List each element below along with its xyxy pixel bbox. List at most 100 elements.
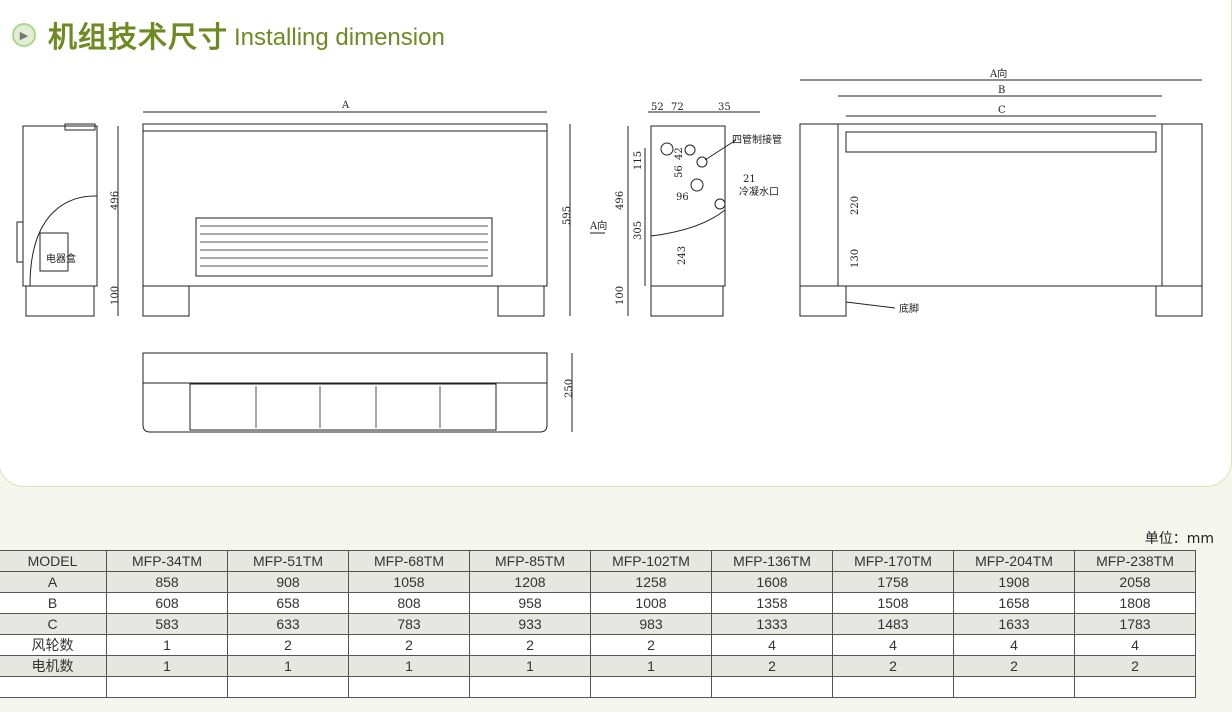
table-cell: 958 <box>469 592 591 614</box>
column-header: MODEL <box>0 550 107 572</box>
table-cell: 2 <box>469 634 591 656</box>
dim-130: 130 <box>850 249 861 268</box>
dim-243: 243 <box>677 246 688 265</box>
dim-a: A <box>341 100 350 111</box>
view-a-arrow-label: A向 <box>589 219 607 232</box>
table-cell <box>348 676 470 698</box>
row-label: C <box>0 613 107 635</box>
table-cell: 1 <box>590 655 712 677</box>
table-cell <box>711 676 833 698</box>
title-en: Installing dimension <box>234 24 445 51</box>
table-cell: 1658 <box>953 592 1075 614</box>
dim-42: 42 <box>674 147 685 160</box>
row-label: B <box>0 592 107 614</box>
column-header: MFP-85TM <box>469 550 591 572</box>
table-cell: 4 <box>832 634 954 656</box>
drawing-panel <box>0 0 1232 487</box>
dim-496-b: 496 <box>615 191 626 210</box>
title-cn: 机组技术尺寸 <box>48 20 229 54</box>
table-cell <box>590 676 712 698</box>
table-cell: 1258 <box>590 571 712 593</box>
column-header: MFP-238TM <box>1074 550 1196 572</box>
table-cell: 2 <box>832 655 954 677</box>
dim-35: 35 <box>718 102 731 113</box>
dim-c: C <box>998 105 1006 116</box>
table-cell: 4 <box>711 634 833 656</box>
table-cell: 2 <box>711 655 833 677</box>
table-cell <box>953 676 1075 698</box>
dim-72: 72 <box>671 102 684 113</box>
dimension-table: MODEL MFP-34TM MFP-51TM MFP-68TM MFP-85T… <box>0 550 1196 698</box>
table-cell: 808 <box>348 592 470 614</box>
table-cell: 1058 <box>348 571 470 593</box>
four-pipe-label: 四管制接管 <box>732 133 782 146</box>
table-cell: 4 <box>953 634 1075 656</box>
play-arrow-icon: ▶ <box>12 23 36 47</box>
table-cell: 1358 <box>711 592 833 614</box>
column-header: MFP-170TM <box>832 550 954 572</box>
dim-115: 115 <box>633 151 644 170</box>
dim-96: 96 <box>676 192 689 203</box>
table-cell: 2 <box>590 634 712 656</box>
table-cell: 1908 <box>953 571 1075 593</box>
electric-box-label: 电器盒 <box>46 252 76 265</box>
table-cell: 1758 <box>832 571 954 593</box>
column-header: MFP-136TM <box>711 550 833 572</box>
table-cell: 2 <box>953 655 1075 677</box>
table-cell: 858 <box>106 571 228 593</box>
table-row <box>0 676 1196 698</box>
table-cell: 1 <box>106 634 228 656</box>
table-cell: 908 <box>227 571 349 593</box>
table-cell: 1 <box>106 655 228 677</box>
row-label: A <box>0 571 107 593</box>
table-cell: 1483 <box>832 613 954 635</box>
column-header: MFP-68TM <box>348 550 470 572</box>
table-cell: 1 <box>348 655 470 677</box>
table-cell <box>832 676 954 698</box>
table-cell: 583 <box>106 613 228 635</box>
dim-100: 100 <box>110 286 121 305</box>
table-cell: 658 <box>227 592 349 614</box>
column-header: MFP-204TM <box>953 550 1075 572</box>
dim-305: 305 <box>633 221 644 240</box>
dim-100-b: 100 <box>615 286 626 305</box>
table-cell: 633 <box>227 613 349 635</box>
table-cell: 2 <box>227 634 349 656</box>
table-cell: 1 <box>227 655 349 677</box>
table-cell: 1008 <box>590 592 712 614</box>
table-cell <box>227 676 349 698</box>
table-cell: 1608 <box>711 571 833 593</box>
table-cell: 1633 <box>953 613 1075 635</box>
foot-label: 底脚 <box>899 302 919 315</box>
table-cell: 1208 <box>469 571 591 593</box>
table-cell: 4 <box>1074 634 1196 656</box>
row-label: 风轮数 <box>0 634 107 656</box>
column-header: MFP-102TM <box>590 550 712 572</box>
dim-496: 496 <box>110 191 121 210</box>
table-cell: 2 <box>1074 655 1196 677</box>
table-cell: 1 <box>469 655 591 677</box>
table-cell: 1508 <box>832 592 954 614</box>
table-cell <box>469 676 591 698</box>
dim-b: B <box>998 85 1005 96</box>
table-cell: 2 <box>348 634 470 656</box>
table-cell: 1333 <box>711 613 833 635</box>
dim-220: 220 <box>850 196 861 215</box>
table-cell: 983 <box>590 613 712 635</box>
table-header-row: MODEL MFP-34TM MFP-51TM MFP-68TM MFP-85T… <box>0 550 1196 572</box>
table-cell: 933 <box>469 613 591 635</box>
column-header: MFP-34TM <box>106 550 228 572</box>
dim-56: 56 <box>674 165 685 178</box>
table-cell <box>1074 676 1196 698</box>
dim-250: 250 <box>564 379 575 398</box>
row-label <box>0 676 107 698</box>
dim-595: 595 <box>562 206 573 225</box>
table-cell <box>106 676 228 698</box>
section-title: ▶ 机组技术尺寸 Installing dimension <box>12 14 445 56</box>
plan-view: 250 <box>142 352 575 433</box>
